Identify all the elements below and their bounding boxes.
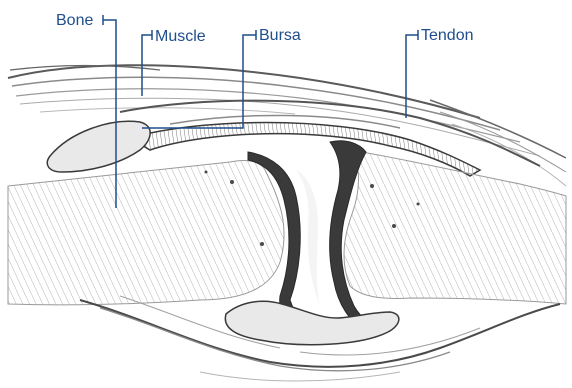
bone-label: Bone xyxy=(56,12,93,29)
joint-capsule-lower xyxy=(225,301,399,344)
right-bone xyxy=(344,150,566,304)
bursa-label: Bursa xyxy=(259,27,301,44)
bursa-sac xyxy=(47,121,150,172)
left-bone xyxy=(8,160,284,304)
tendon-leader-line xyxy=(406,35,418,118)
muscle-label: Muscle xyxy=(155,28,206,45)
tendon-label: Tendon xyxy=(421,27,474,44)
